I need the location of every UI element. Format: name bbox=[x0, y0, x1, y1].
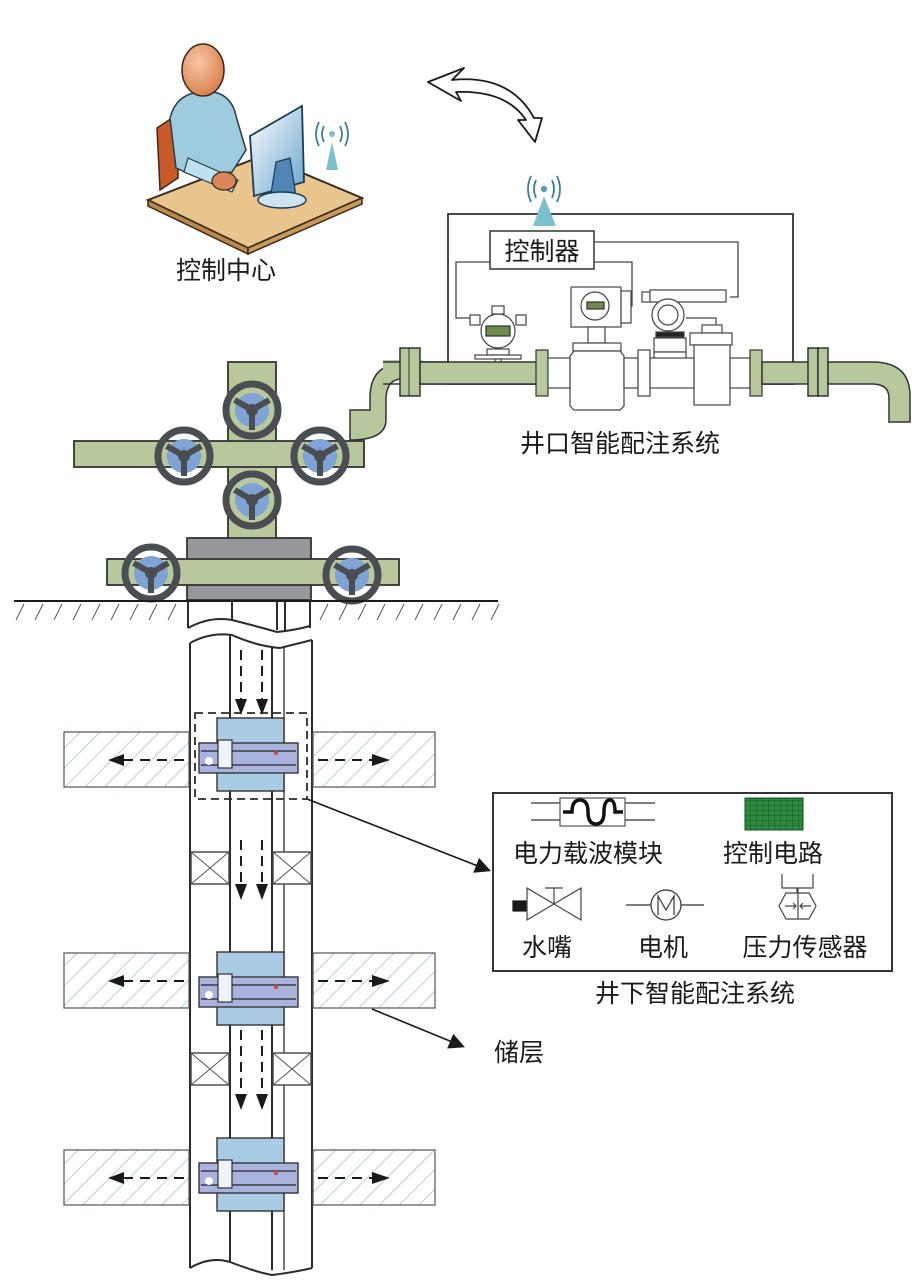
smart-injection-tool bbox=[198, 951, 299, 1026]
power-carrier-module-icon bbox=[531, 797, 655, 827]
packer-icon bbox=[272, 1052, 312, 1086]
legend-label: 电力载波模块 bbox=[513, 839, 663, 868]
arrowhead bbox=[372, 754, 390, 766]
smart-injection-tool bbox=[198, 1137, 299, 1212]
flow-direction-arrow bbox=[256, 840, 268, 900]
detail-highlight-box bbox=[194, 712, 308, 800]
legend-label: 电机 bbox=[638, 933, 688, 962]
downhole-system-label: 井下智能配注系统 bbox=[595, 979, 795, 1008]
flow-direction-arrow bbox=[235, 1030, 247, 1110]
handwheel-valve-icon bbox=[222, 380, 282, 440]
control-center-icon bbox=[145, 43, 365, 256]
pressure-transmitter-icon bbox=[469, 305, 527, 370]
handwheel-valve-icon bbox=[222, 470, 282, 530]
control-valve-icon bbox=[641, 289, 733, 406]
arrowhead bbox=[372, 1172, 390, 1184]
motor-icon bbox=[626, 889, 704, 921]
water-nozzle-icon bbox=[512, 886, 582, 922]
controller-box bbox=[489, 230, 595, 270]
controller-label: 控制器 bbox=[504, 237, 579, 266]
control-circuit-icon bbox=[744, 797, 804, 831]
arrowhead bbox=[108, 975, 124, 987]
reservoir-pointer-arrow bbox=[371, 1008, 465, 1049]
injection-zone bbox=[63, 951, 436, 1026]
control-center-label: 控制中心 bbox=[176, 256, 276, 285]
antenna-icon bbox=[315, 121, 349, 170]
legend-label: 压力传感器 bbox=[742, 933, 867, 962]
wellhead-system-label: 井口智能配注系统 bbox=[520, 429, 720, 458]
packer-icon bbox=[190, 851, 230, 885]
legend-label: 水嘴 bbox=[522, 933, 572, 962]
handwheel-valve-icon bbox=[121, 543, 181, 603]
flow-direction-arrow bbox=[235, 840, 247, 900]
flow-direction-arrow bbox=[256, 650, 268, 715]
handwheel-valve-icon bbox=[290, 426, 350, 486]
surface-pipeline bbox=[349, 347, 911, 441]
pressure-sensor-icon bbox=[778, 874, 817, 920]
packer-icon bbox=[190, 1052, 230, 1086]
ground-hatch bbox=[15, 603, 500, 621]
handwheel-valve-icon bbox=[154, 426, 214, 486]
legend-label: 控制电路 bbox=[723, 839, 823, 868]
flow-direction-arrow bbox=[256, 1030, 268, 1110]
detail-pointer-arrow bbox=[306, 798, 491, 873]
wireless-communication-arrow bbox=[427, 67, 543, 143]
arrowhead bbox=[108, 1172, 124, 1184]
antenna-icon bbox=[527, 175, 561, 226]
injection-zone bbox=[63, 717, 436, 792]
smart-injection-tool bbox=[198, 717, 299, 792]
flowmeter-icon bbox=[569, 286, 632, 411]
flow-direction-arrow bbox=[235, 650, 247, 715]
arrowhead bbox=[108, 754, 124, 766]
injection-zone bbox=[63, 1137, 436, 1212]
reservoir-label: 储层 bbox=[494, 1038, 544, 1067]
arrowhead bbox=[372, 975, 390, 987]
packer-icon bbox=[272, 851, 312, 885]
